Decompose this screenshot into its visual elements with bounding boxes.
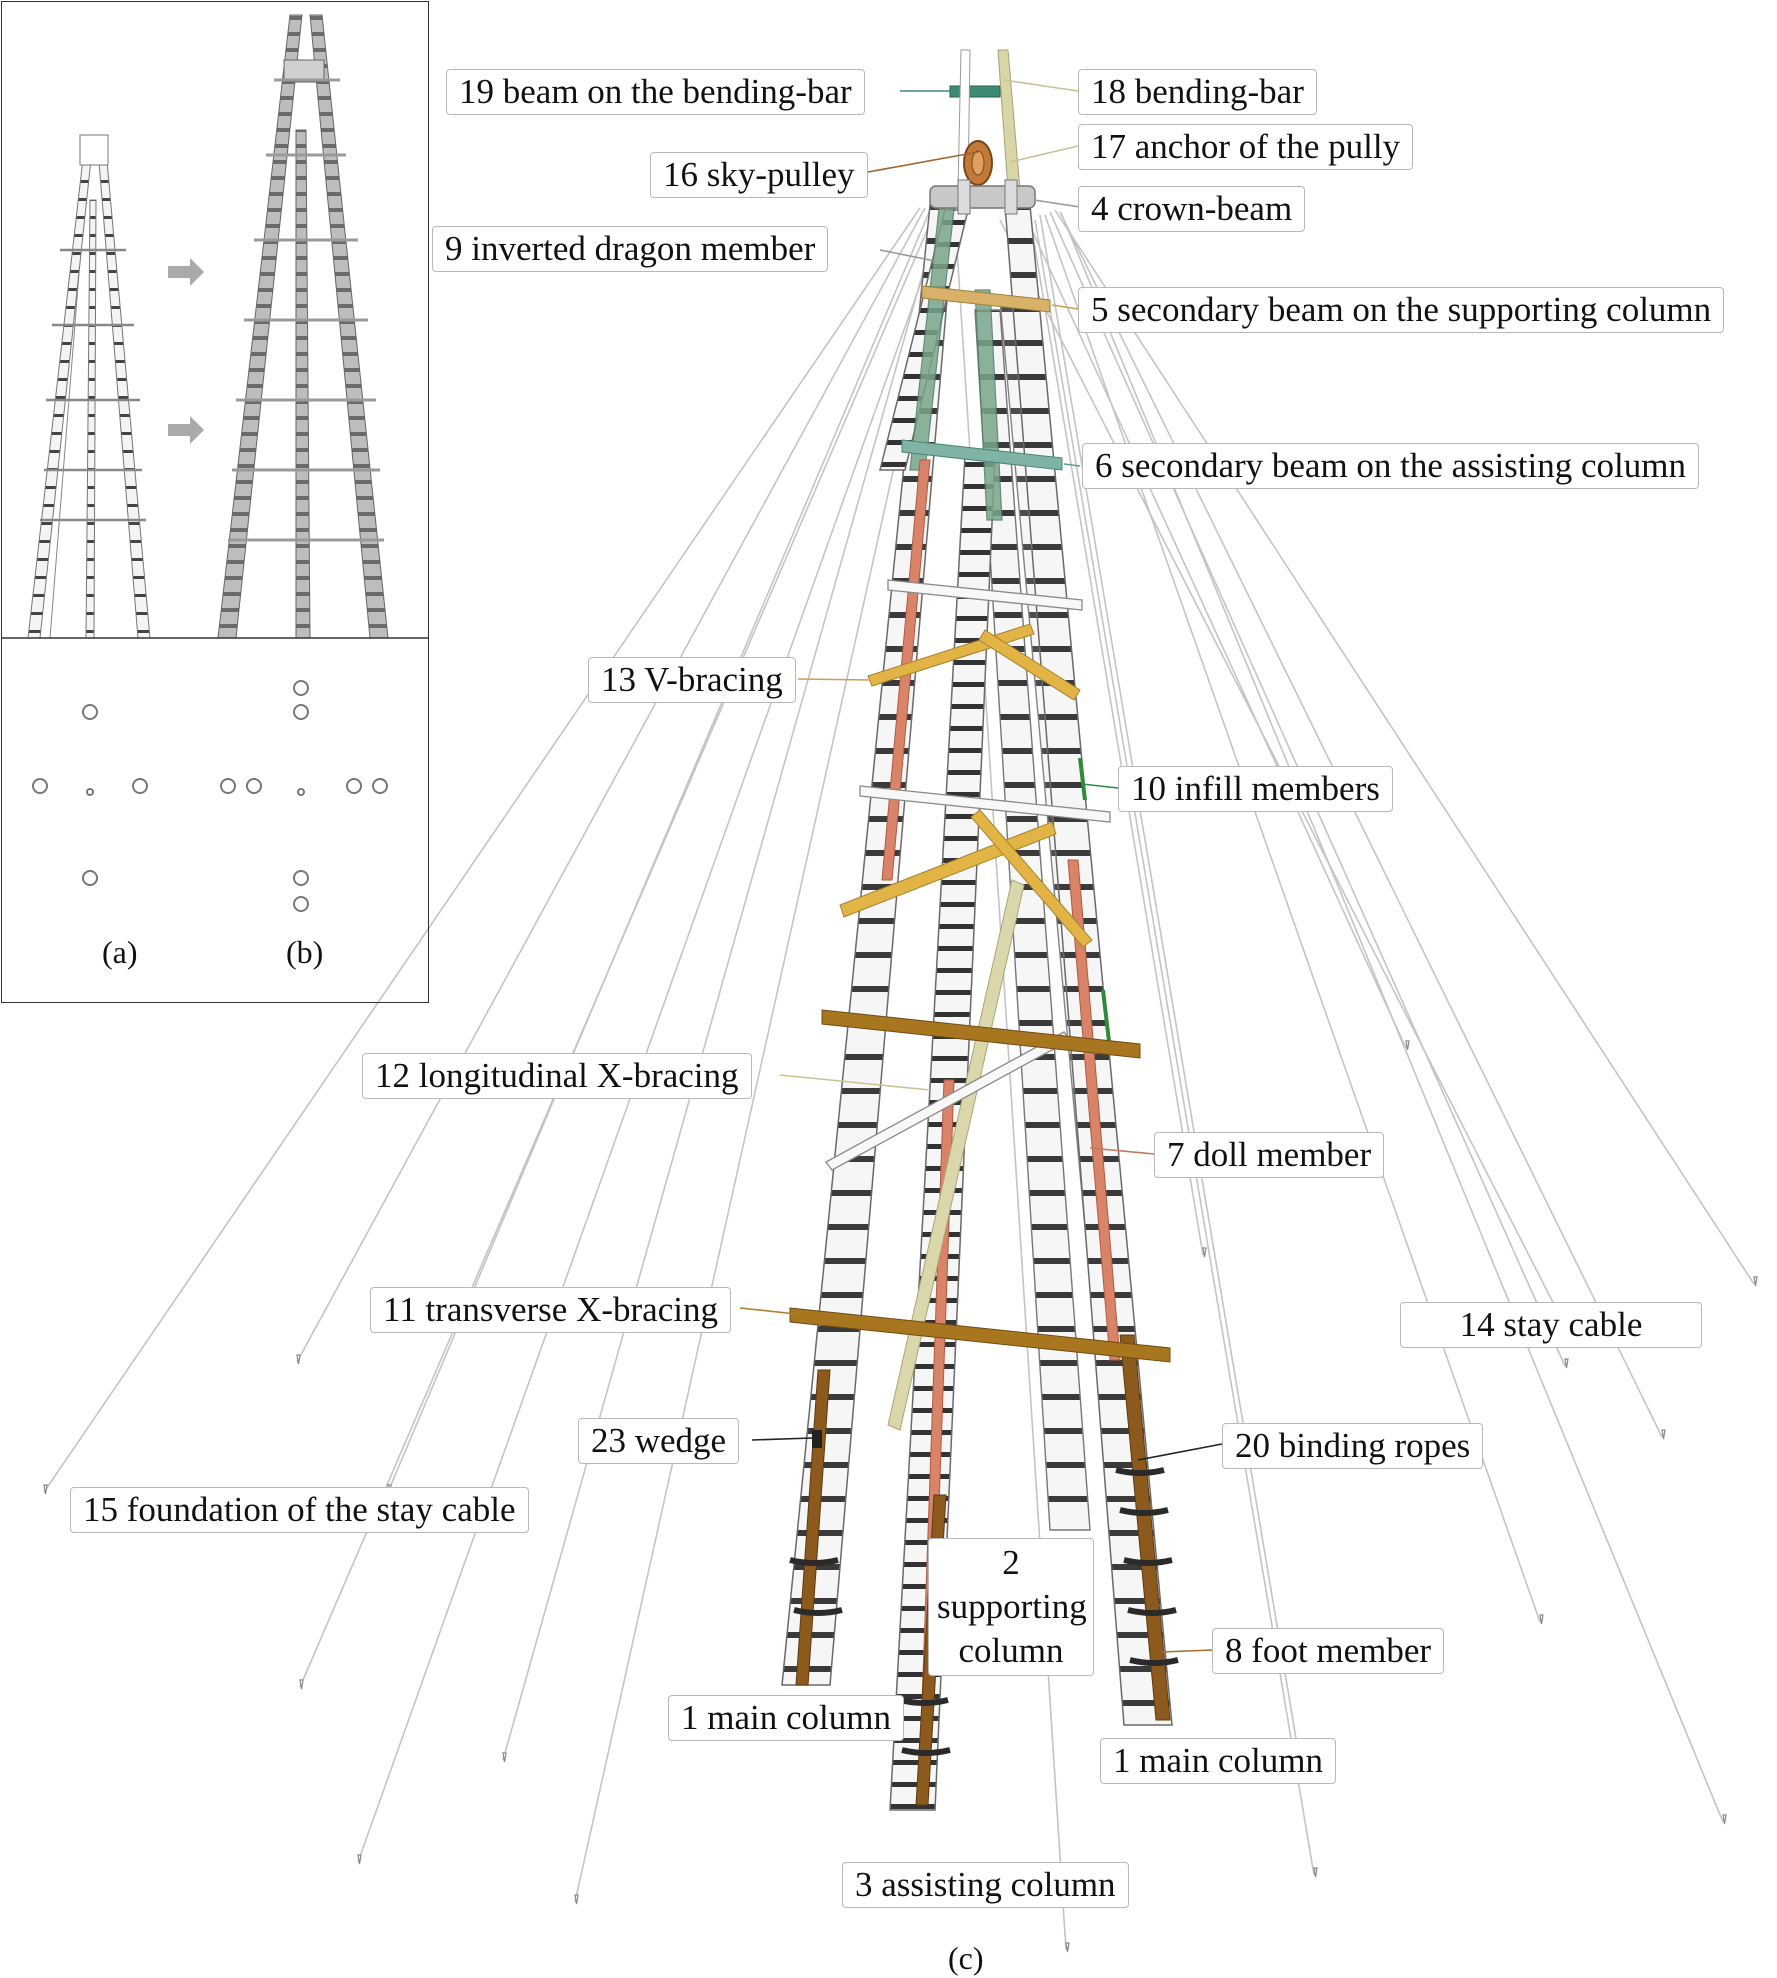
inset-tower-b <box>217 14 389 639</box>
label-supporting-column-line2: column <box>958 1631 1064 1670</box>
label-inverted-dragon-member: 9 inverted dragon member <box>432 226 829 272</box>
label-secondary-beam-assisting: 6 secondary beam on the assisting column <box>1082 443 1699 489</box>
secondary-beam-assisting <box>901 439 1063 471</box>
label-v-bracing: 13 V-bracing <box>588 657 796 703</box>
label-foundation-stay-cable: 15 foundation of the stay cable <box>70 1487 529 1533</box>
label-foot-member: 8 foot member <box>1212 1628 1445 1674</box>
inset-panel-frame <box>1 1 429 1003</box>
label-bending-bar: 18 bending-bar <box>1078 69 1317 115</box>
beam-on-bending-bar <box>949 85 1001 98</box>
leader-lines <box>739 79 1223 1653</box>
label-main-column-right: 1 main column <box>1100 1738 1336 1784</box>
x-bracing <box>789 1009 1171 1363</box>
label-supporting-column-line1: 2 supporting <box>937 1543 1087 1626</box>
label-stay-cable: 14 stay cable <box>1400 1302 1702 1348</box>
white-cross-beams <box>825 579 1111 1171</box>
inset-plan-b <box>220 680 388 912</box>
label-beam-on-bending-bar: 19 beam on the bending-bar <box>446 69 865 115</box>
label-sky-pulley: 16 sky-pulley <box>650 152 868 198</box>
label-secondary-beam-supporting: 5 secondary beam on the supporting colum… <box>1078 287 1725 333</box>
sky-pulley <box>963 140 993 186</box>
label-infill-members: 10 infill members <box>1118 766 1393 812</box>
label-wedge: 23 wedge <box>578 1418 740 1464</box>
label-longitudinal-x-bracing: 12 longitudinal X-bracing <box>362 1053 752 1099</box>
label-assisting-column: 3 assisting column <box>842 1862 1129 1908</box>
secondary-beam-supporting <box>921 285 1051 313</box>
label-binding-ropes: 20 binding ropes <box>1222 1423 1484 1469</box>
binding-ropes <box>789 1467 1179 1756</box>
inset-tower-a <box>27 134 151 639</box>
caption-c: (c) <box>948 1940 984 1976</box>
v-bracing <box>839 623 1093 948</box>
infill-members <box>1078 757 1112 1051</box>
label-main-column-left: 1 main column <box>668 1695 904 1741</box>
label-crown-beam: 4 crown-beam <box>1078 186 1306 232</box>
lower-diagonal-brace <box>887 879 1025 1431</box>
inset-arrows <box>168 258 204 444</box>
label-transverse-x-bracing: 11 transverse X-bracing <box>370 1287 731 1333</box>
label-anchor-of-pulley: 17 anchor of the pully <box>1078 124 1414 170</box>
label-doll-member: 7 doll member <box>1154 1132 1385 1178</box>
label-supporting-column: 2 supporting column <box>928 1538 1094 1676</box>
crown-beam <box>929 179 1036 215</box>
inset-plan-a <box>32 704 148 886</box>
caption-a: (a) <box>102 934 138 970</box>
wedge <box>812 1430 822 1448</box>
caption-b: (b) <box>286 934 324 970</box>
